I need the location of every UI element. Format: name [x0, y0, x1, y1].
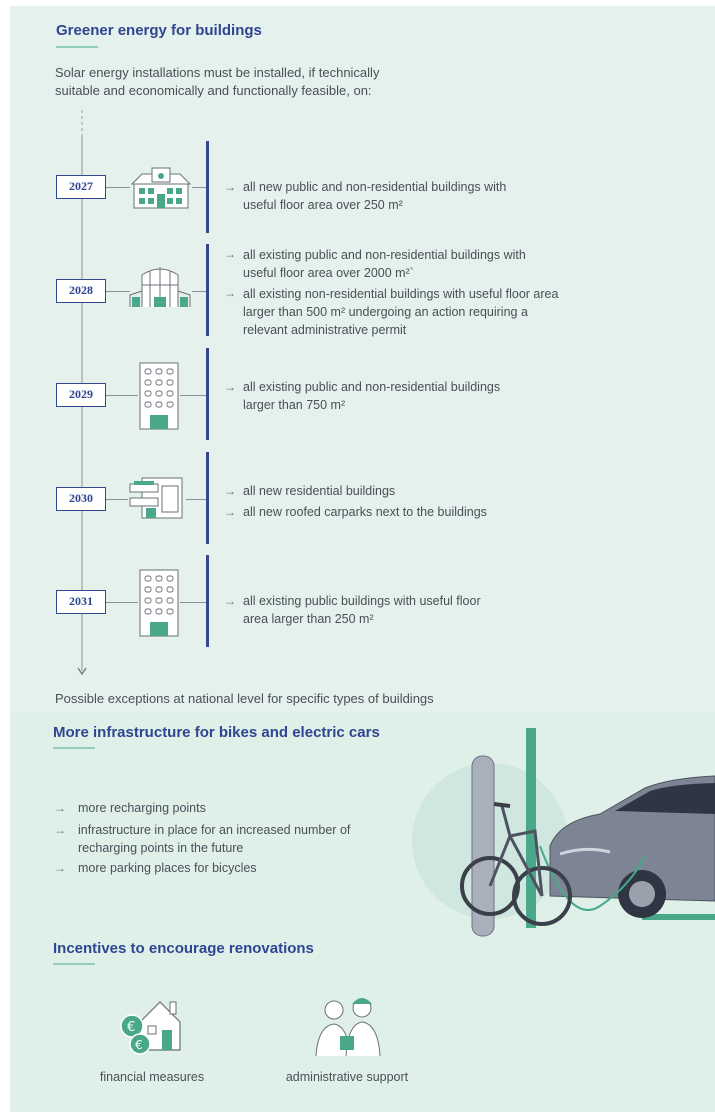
public-building-icon	[130, 167, 192, 209]
arrow-icon: →	[54, 801, 66, 815]
row-2029-item: all existing public and non-residential …	[243, 380, 501, 412]
title-underline	[53, 963, 95, 965]
year-2030: 2030	[56, 487, 106, 511]
year-2028: 2028	[56, 279, 106, 303]
connector	[192, 291, 206, 292]
row-2027-item: all new public and non-residential build…	[243, 180, 507, 212]
commercial-building-icon	[129, 267, 191, 307]
arrow-icon: →	[224, 484, 236, 498]
connector	[186, 499, 206, 500]
connector	[106, 187, 130, 188]
row-divider	[206, 348, 209, 440]
section2-item-3: more parking places for bicycles	[78, 861, 257, 875]
residential-building-icon	[129, 477, 183, 519]
office-tower-icon	[139, 569, 179, 637]
arrow-icon: →	[54, 823, 66, 837]
arrow-icon: →	[224, 247, 236, 261]
year-2031: 2031	[56, 590, 106, 614]
connector	[192, 187, 206, 188]
two-people-support-icon	[315, 998, 381, 1057]
connector	[180, 395, 206, 396]
bike-and-electric-car-illustration	[412, 728, 715, 937]
row-2028-item-2: all existing non-residential buildings w…	[243, 287, 559, 337]
arrow-icon: →	[54, 861, 66, 875]
section2-title: More infrastructure for bikes and electr…	[53, 724, 380, 741]
svg-text:€: €	[135, 1038, 143, 1052]
row-divider	[206, 452, 209, 544]
row-2030-item-2: all new roofed carparks next to the buil…	[243, 505, 487, 519]
year-2027: 2027	[56, 175, 106, 199]
section1-intro: Solar energy installations must be insta…	[55, 65, 380, 98]
arrow-icon: →	[224, 505, 236, 519]
connector	[106, 499, 128, 500]
card-label-administrative: administrative support	[285, 1070, 409, 1084]
row-divider	[206, 141, 209, 233]
title-underline	[53, 747, 95, 749]
row-divider	[206, 555, 209, 647]
row-2031-item: all existing public buildings with usefu…	[243, 594, 481, 626]
row-divider	[206, 244, 209, 336]
arrow-icon: →	[224, 380, 236, 394]
arrow-icon: →	[224, 594, 236, 608]
title-underline	[56, 46, 98, 48]
arrow-icon: →	[224, 286, 236, 300]
infographic: Greener energy for buildings Solar energ…	[10, 6, 715, 1112]
row-2030-item-1: all new residential buildings	[243, 484, 396, 498]
office-tower-icon	[139, 362, 179, 430]
row-2028-item-1: all existing public and non-residential …	[243, 248, 526, 280]
connector	[106, 395, 138, 396]
section1-title: Greener energy for buildings	[56, 22, 262, 39]
card-label-financial: financial measures	[99, 1070, 205, 1084]
connector	[180, 602, 206, 603]
year-2029: 2029	[56, 383, 106, 407]
svg-text:€: €	[127, 1020, 135, 1035]
house-with-euro-icon: € €	[120, 1001, 181, 1055]
connector	[106, 602, 138, 603]
section2-item-2: infrastructure in place for an increased…	[78, 823, 351, 855]
section3-title: Incentives to encourage renovations	[53, 940, 314, 957]
connector	[106, 291, 130, 292]
section2-item-1: more recharging points	[78, 801, 206, 815]
section1-footnote: Possible exceptions at national level fo…	[55, 691, 434, 706]
arrow-icon: →	[224, 180, 236, 194]
